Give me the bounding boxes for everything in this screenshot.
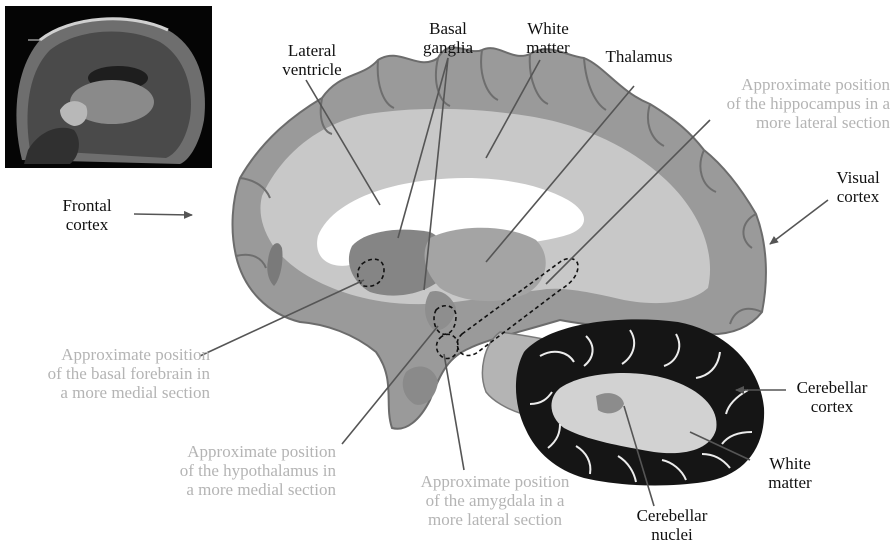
frontal-cortex-arrow <box>134 214 192 215</box>
label-hypothalamus-position: Approximate position of the hypothalamus… <box>130 442 336 499</box>
label-thalamus: Thalamus <box>594 47 684 66</box>
label-basal-forebrain-position: Approximate position of the basal forebr… <box>4 345 210 402</box>
visual-cortex-arrow <box>770 200 828 244</box>
label-white-matter-bottom: White matter <box>750 454 830 492</box>
label-lateral-ventricle: Lateral ventricle <box>272 41 352 79</box>
label-cerebellar-nuclei: Cerebellar nuclei <box>622 506 722 543</box>
mri-inset <box>5 6 212 168</box>
label-white-matter-top: White matter <box>512 19 584 57</box>
label-hippocampus-position: Approximate position of the hippocampus … <box>660 75 890 132</box>
label-basal-ganglia: Basal ganglia <box>412 19 484 57</box>
label-visual-cortex: Visual cortex <box>822 168 894 206</box>
amygdala-line <box>444 354 464 470</box>
label-frontal-cortex: Frontal cortex <box>47 196 127 234</box>
label-amygdala-position: Approximate position of the amygdala in … <box>395 472 595 529</box>
label-cerebellar-cortex: Cerebellar cortex <box>782 378 882 416</box>
